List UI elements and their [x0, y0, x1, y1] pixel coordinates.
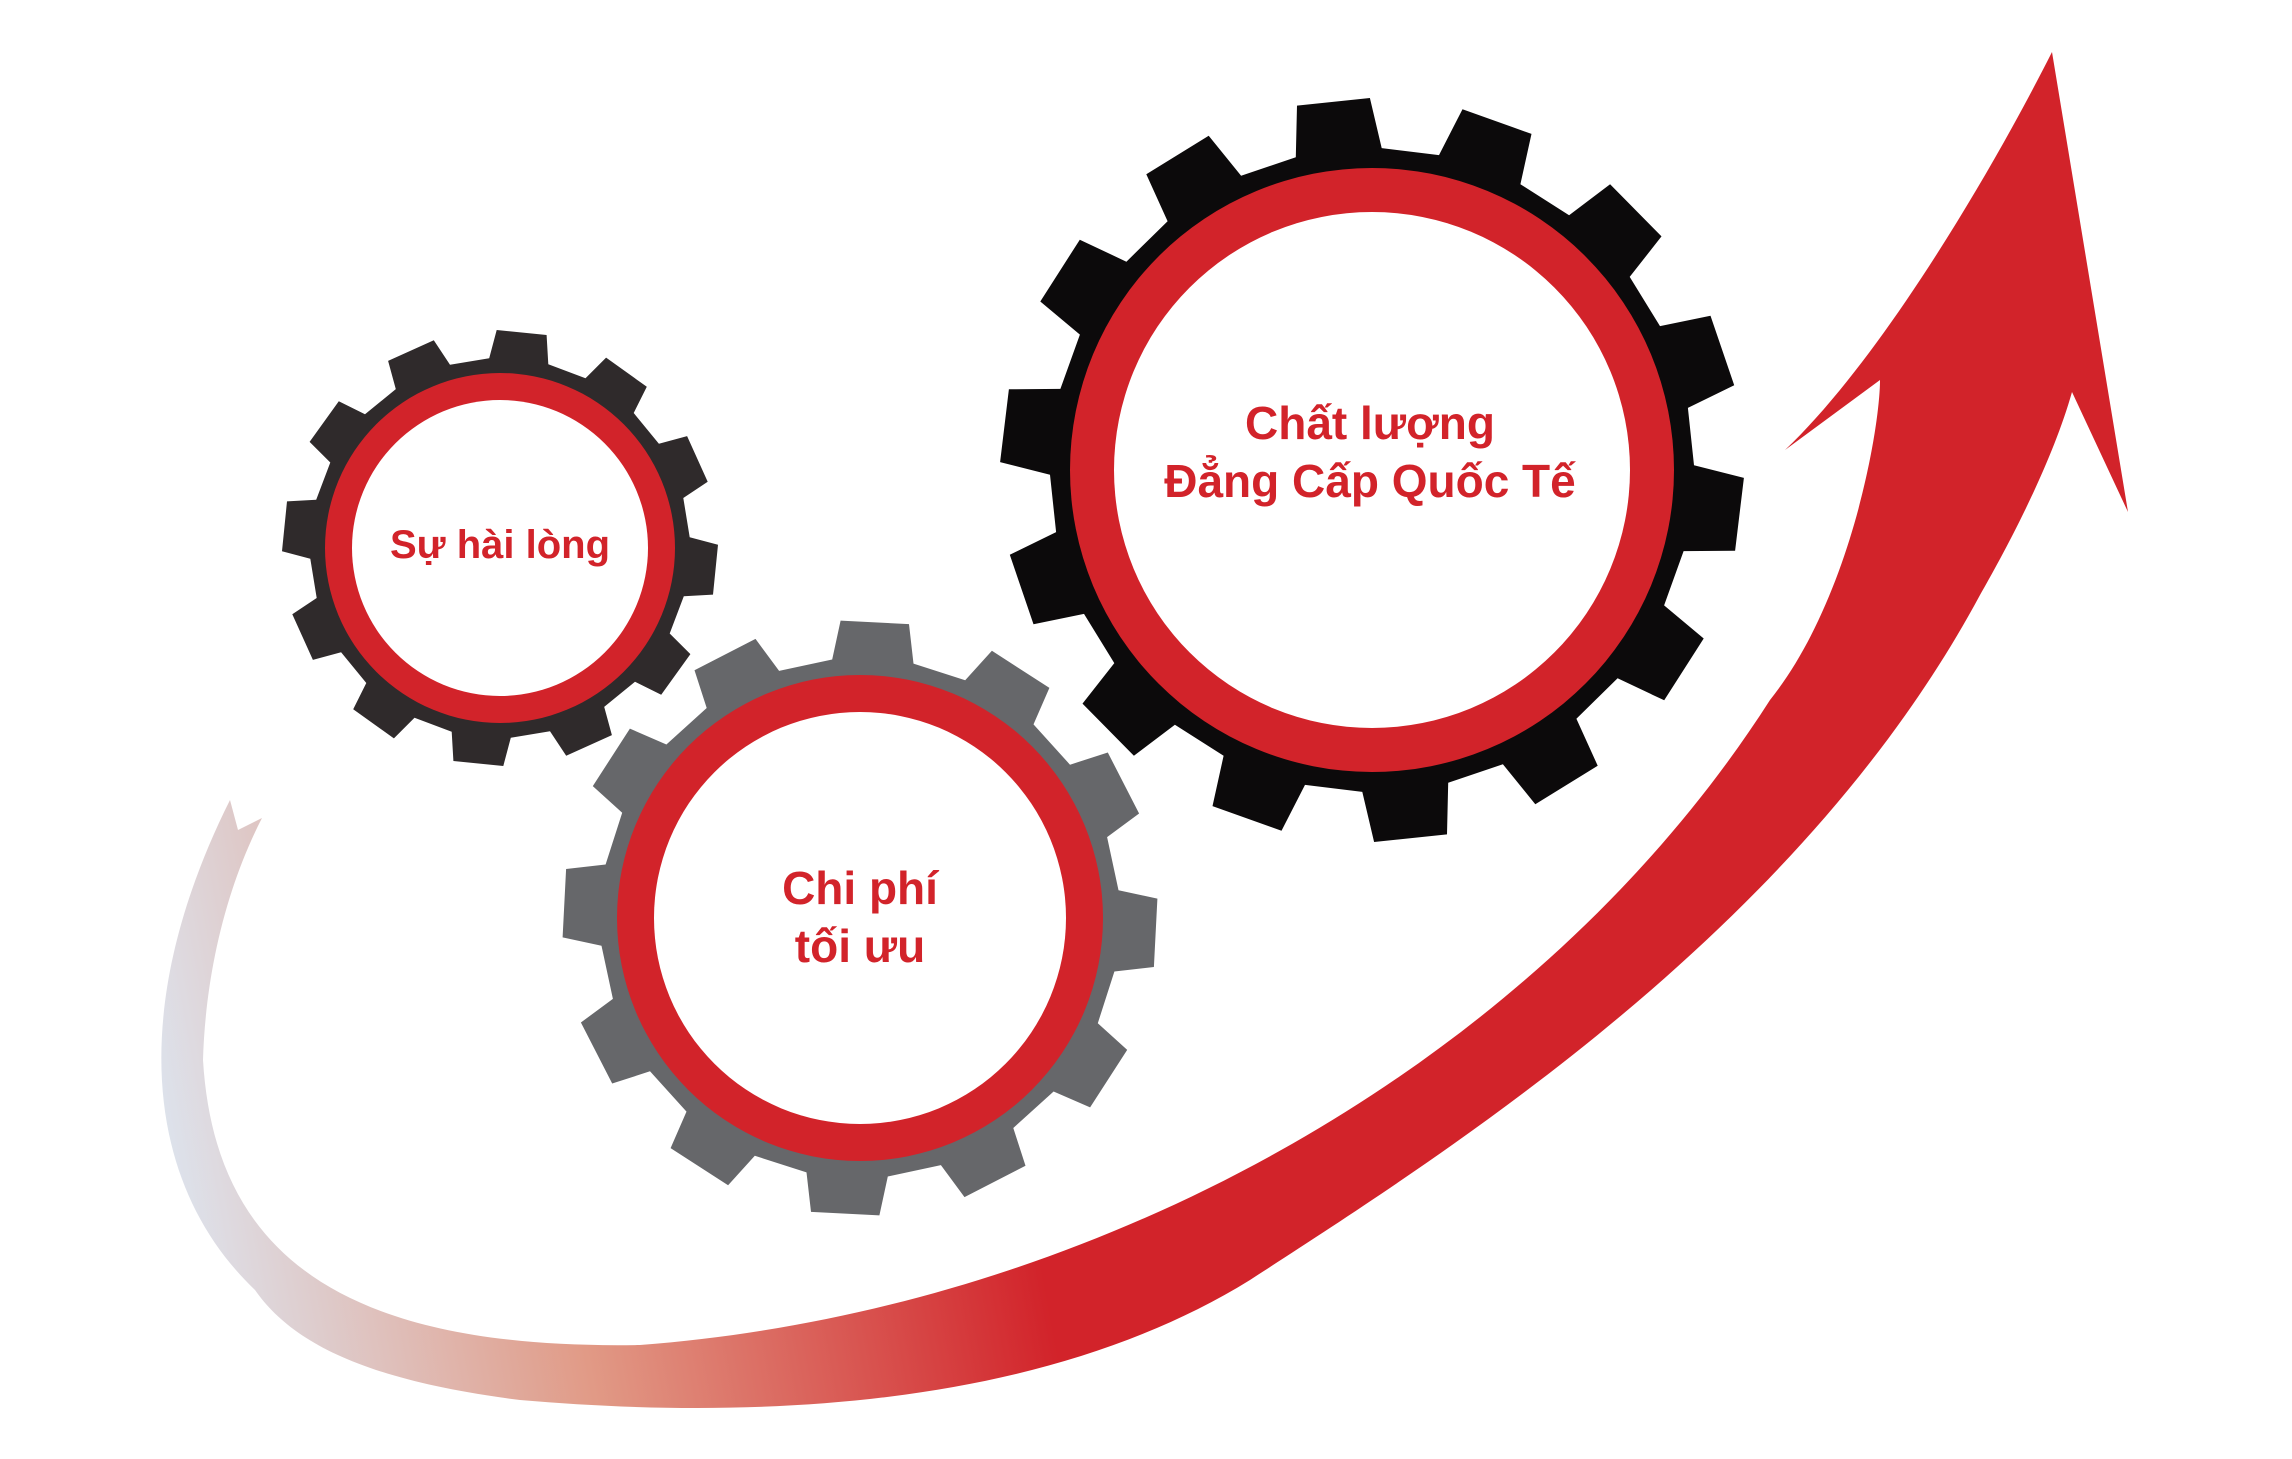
satisfaction-gear [282, 330, 718, 766]
quality-gear-face [1114, 212, 1630, 728]
cost-label-line-1: Chi phí [782, 862, 938, 914]
cost-gear-face [654, 712, 1066, 1124]
cost-gear [562, 620, 1158, 1216]
satisfaction-gear-face [352, 400, 648, 696]
quality-label: Chất lượng Đẳng Cấp Quốc Tế [1100, 395, 1640, 510]
cost-label-line-2: tối ưu [794, 919, 926, 972]
quality-label-line-1: Chất lượng [1245, 397, 1495, 449]
quality-label-line-2: Đẳng Cấp Quốc Tế [1164, 454, 1576, 507]
satisfaction-label-line-1: Sự hài lòng [389, 523, 611, 567]
quality-gear [1000, 98, 1744, 842]
satisfaction-label: Sự hài lòng [340, 520, 660, 570]
cost-label: Chi phí tối ưu [700, 860, 1020, 975]
